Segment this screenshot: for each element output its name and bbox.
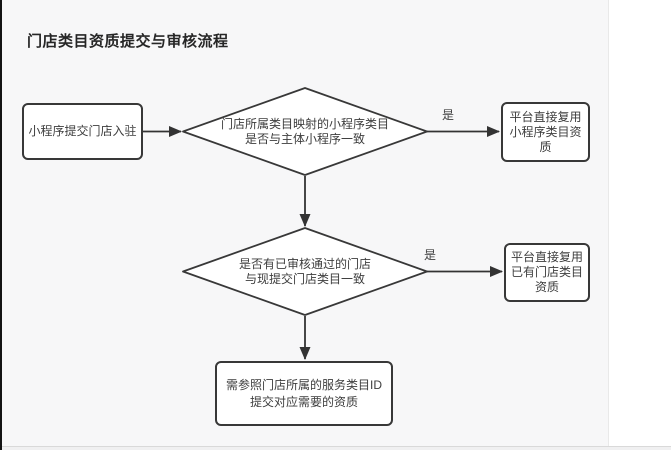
node-start: 小程序提交门店入驻 bbox=[22, 103, 143, 160]
edge-label-decision1-yes: 是 bbox=[442, 108, 455, 122]
edge-label-decision2-yes: 是 bbox=[424, 248, 437, 262]
node-result1-label: 平台直接复用小程序类目资质 bbox=[509, 109, 582, 154]
decision1-line1: 门店所属类目映射的小程序类目 bbox=[220, 117, 389, 131]
bottom-divider bbox=[0, 446, 671, 450]
node-start-label: 小程序提交门店入驻 bbox=[28, 124, 137, 138]
decision-node-1-shape bbox=[182, 87, 428, 176]
node-decision2-label: 是否有已审核通过的门店 与现提交门店类目一致 bbox=[195, 257, 415, 287]
node-result1: 平台直接复用小程序类目资质 bbox=[501, 102, 590, 162]
node-final: 需参照门店所属的服务类目ID 提交对应需要的资质 bbox=[215, 361, 393, 426]
decision2-line1: 是否有已审核通过的门店 bbox=[238, 257, 371, 271]
page-title: 门店类目资质提交与审核流程 bbox=[27, 33, 229, 50]
final-line2: 提交对应需要的资质 bbox=[249, 394, 358, 409]
node-result2: 平台直接复用已有门店类目资质 bbox=[504, 243, 590, 302]
decision-node-2-shape bbox=[182, 227, 428, 316]
final-line1: 需参照门店所属的服务类目ID bbox=[225, 377, 382, 392]
node-decision1-label: 门店所属类目映射的小程序类目 是否与主体小程序一致 bbox=[195, 117, 415, 147]
decision2-line2: 与现提交门店类目一致 bbox=[244, 272, 365, 286]
right-margin-strip bbox=[608, 0, 671, 446]
left-edge-bar bbox=[0, 0, 2, 450]
node-result2-label: 平台直接复用已有门店类目资质 bbox=[510, 250, 583, 294]
decision1-line2: 是否与主体小程序一致 bbox=[244, 132, 365, 146]
node-final-label: 需参照门店所属的服务类目ID 提交对应需要的资质 bbox=[226, 377, 382, 411]
